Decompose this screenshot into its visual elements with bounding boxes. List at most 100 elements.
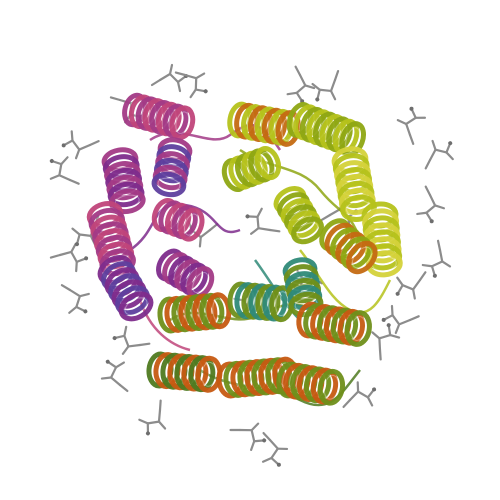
ligand-bond <box>366 396 374 407</box>
ligand-bond <box>391 314 401 326</box>
ligand-bond <box>436 239 442 252</box>
ligand-bond <box>428 193 437 207</box>
ligand-stick <box>150 63 188 93</box>
ligand-bond <box>425 204 437 214</box>
ligand-bond <box>348 390 360 402</box>
ligand-bond <box>238 428 253 432</box>
ligand-stick <box>100 359 129 393</box>
ligand-atom <box>61 143 66 148</box>
ligand-atom <box>432 273 437 278</box>
ligand-bond <box>318 88 333 93</box>
ligand-bond <box>123 325 128 337</box>
ligand-bond <box>78 143 92 151</box>
helix-turn <box>107 181 145 208</box>
ligand-bond <box>431 139 437 151</box>
ligand-bond <box>294 65 302 77</box>
helix-turn <box>192 293 218 331</box>
ligand-bond <box>176 80 182 93</box>
ligand-bond <box>378 333 392 340</box>
helix-turn-highlight <box>350 316 366 341</box>
ligand-bond <box>378 337 382 352</box>
ligand-bond <box>118 383 129 393</box>
ligand-bond <box>329 89 337 101</box>
ligand-atom <box>74 242 79 247</box>
ligand-bond <box>261 456 273 463</box>
ligand-bond <box>60 156 69 166</box>
helix-turn <box>310 367 339 405</box>
ligand-bond <box>428 148 437 162</box>
ligand-bond <box>123 334 130 348</box>
ligand-bond <box>250 227 260 235</box>
ligand-atom <box>409 106 414 111</box>
helix-turn <box>174 259 203 292</box>
ligand-atom <box>112 336 117 341</box>
helix-turn <box>346 240 378 275</box>
helix-ribbon <box>157 292 232 334</box>
helix-turn <box>206 292 232 330</box>
ligand-bond <box>78 292 90 298</box>
ligand-stick <box>138 399 167 436</box>
ligand-bond <box>268 438 279 450</box>
ligand-bond <box>295 84 307 94</box>
helix-turn <box>111 279 147 310</box>
ligand-bond <box>438 248 444 263</box>
helix-turn <box>241 150 268 185</box>
ligand-stick <box>61 130 100 160</box>
helix-turn <box>335 231 367 266</box>
ligand-bond <box>424 158 432 170</box>
ligand-bond <box>329 78 337 93</box>
ligand-bond <box>194 77 198 91</box>
ligand-stick <box>416 185 445 224</box>
helix-turn <box>151 171 187 198</box>
ligand-bond <box>75 295 81 309</box>
helix-turn-highlight <box>175 111 190 134</box>
helix-turn-highlight <box>212 298 226 324</box>
helix-turn <box>178 207 205 242</box>
helix-ribbon <box>227 101 301 147</box>
ligand-bond <box>229 428 242 432</box>
ligand-bond <box>70 130 74 142</box>
ligand-bond <box>68 178 80 185</box>
helix-ribbon <box>221 146 282 193</box>
helix-ribbon <box>296 301 372 347</box>
ligand-bond <box>286 91 298 96</box>
ligand-bond <box>390 304 394 317</box>
ligand-bond <box>168 72 180 84</box>
ligand-atom <box>262 438 267 443</box>
helix-turn <box>303 366 332 404</box>
ligand-bond <box>412 278 422 291</box>
ligand-bond <box>146 420 161 425</box>
ligand-bond <box>396 276 404 287</box>
ligand-bond <box>408 315 420 322</box>
helix-turn <box>153 157 189 184</box>
ligand-bond <box>398 318 412 326</box>
helix-turn-highlight <box>351 246 372 269</box>
ligand-bond <box>109 366 118 379</box>
ligand-bond <box>414 116 427 119</box>
ligand-atom <box>276 462 281 467</box>
helix-turn <box>261 107 288 145</box>
ligand-bond <box>262 432 272 442</box>
ligand-bond <box>60 284 72 292</box>
helix-ribbon <box>101 147 146 215</box>
ligand-bond <box>257 227 272 232</box>
ligand-bond <box>256 215 260 230</box>
helix-turn <box>344 310 372 347</box>
ligand-bond <box>378 348 382 361</box>
ligand-bond <box>424 185 432 197</box>
helix-ribbon <box>97 255 154 322</box>
ligand-stick <box>396 106 427 145</box>
helix-turn <box>106 174 144 201</box>
helix-turn <box>326 116 353 153</box>
ligand-bond <box>157 420 167 430</box>
helix-turn-highlight <box>192 272 209 293</box>
helix-turn <box>162 103 189 139</box>
ligand-bond <box>396 119 408 126</box>
ligand-bond <box>445 151 454 161</box>
ligand-bond <box>418 271 427 282</box>
helix-turn <box>291 216 324 245</box>
helix-turn <box>181 354 209 392</box>
ligand-bond <box>114 361 125 369</box>
ligand-bond <box>208 222 219 232</box>
